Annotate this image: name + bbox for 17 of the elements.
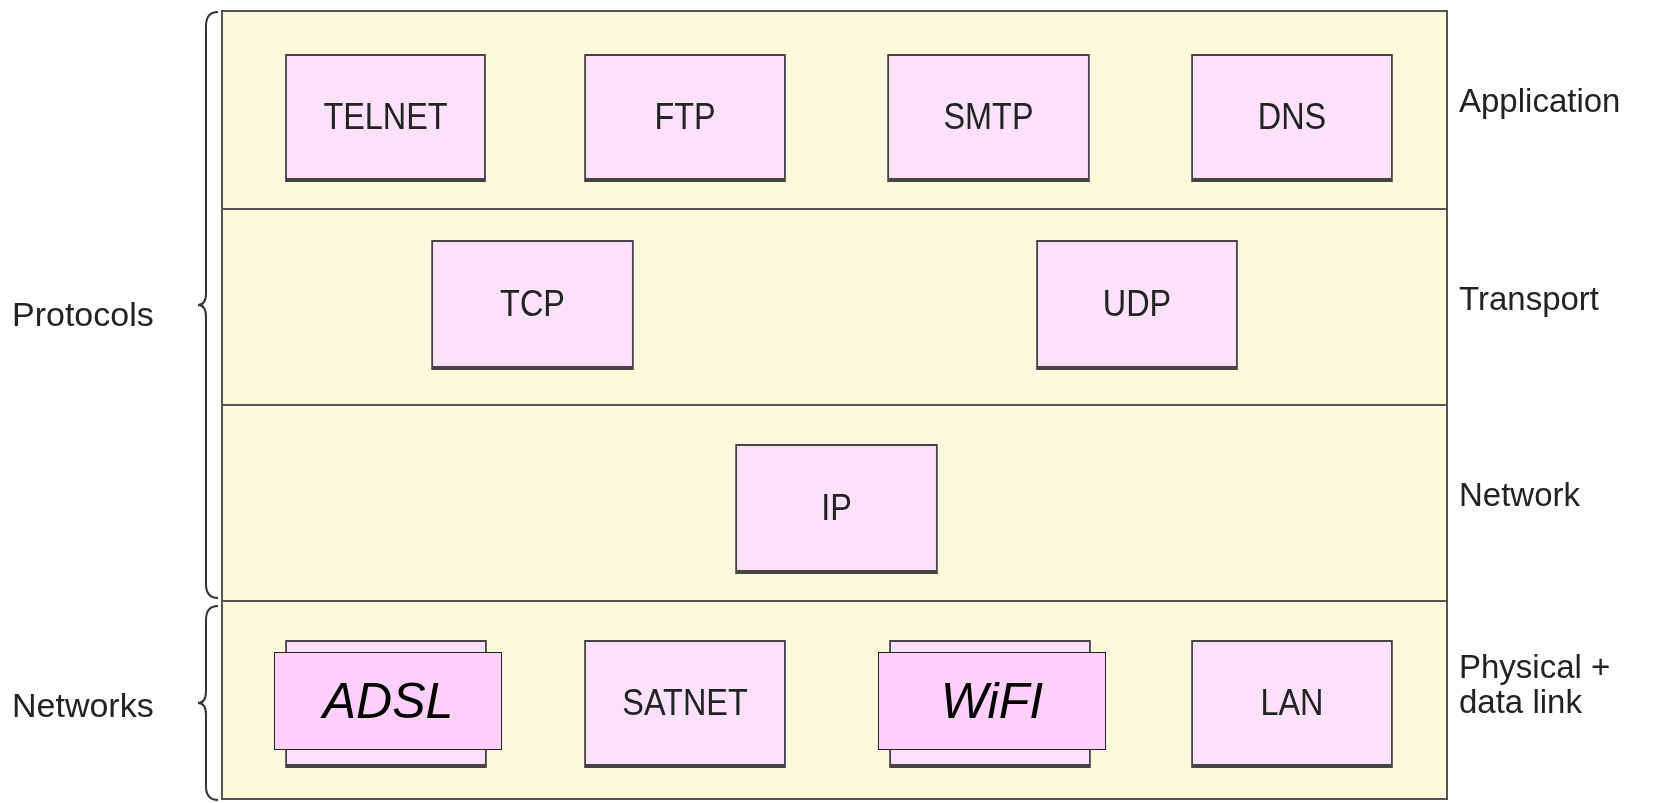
group-label: Protocols — [12, 295, 154, 334]
protocol-box: LAN — [1191, 640, 1393, 768]
protocol-box: SATNET — [584, 640, 786, 768]
protocol-box: SMTP — [887, 54, 1090, 182]
protocol-box: IP — [735, 444, 938, 574]
protocol-box: DNS — [1191, 54, 1393, 182]
layer-name: Physical + data link — [1459, 650, 1612, 720]
layer-name: Application — [1459, 84, 1622, 119]
protocol-box: FTP — [584, 54, 786, 182]
protocol-box: ADSL — [274, 652, 502, 750]
group-label: Networks — [12, 686, 154, 725]
protocol-box: TELNET — [285, 54, 486, 182]
layer-name: Network — [1459, 478, 1582, 513]
protocol-box: WiFI — [878, 652, 1106, 750]
protocol-box: UDP — [1036, 240, 1238, 370]
protocol-box: TCP — [431, 240, 634, 370]
layer-name: Transport — [1459, 282, 1600, 317]
